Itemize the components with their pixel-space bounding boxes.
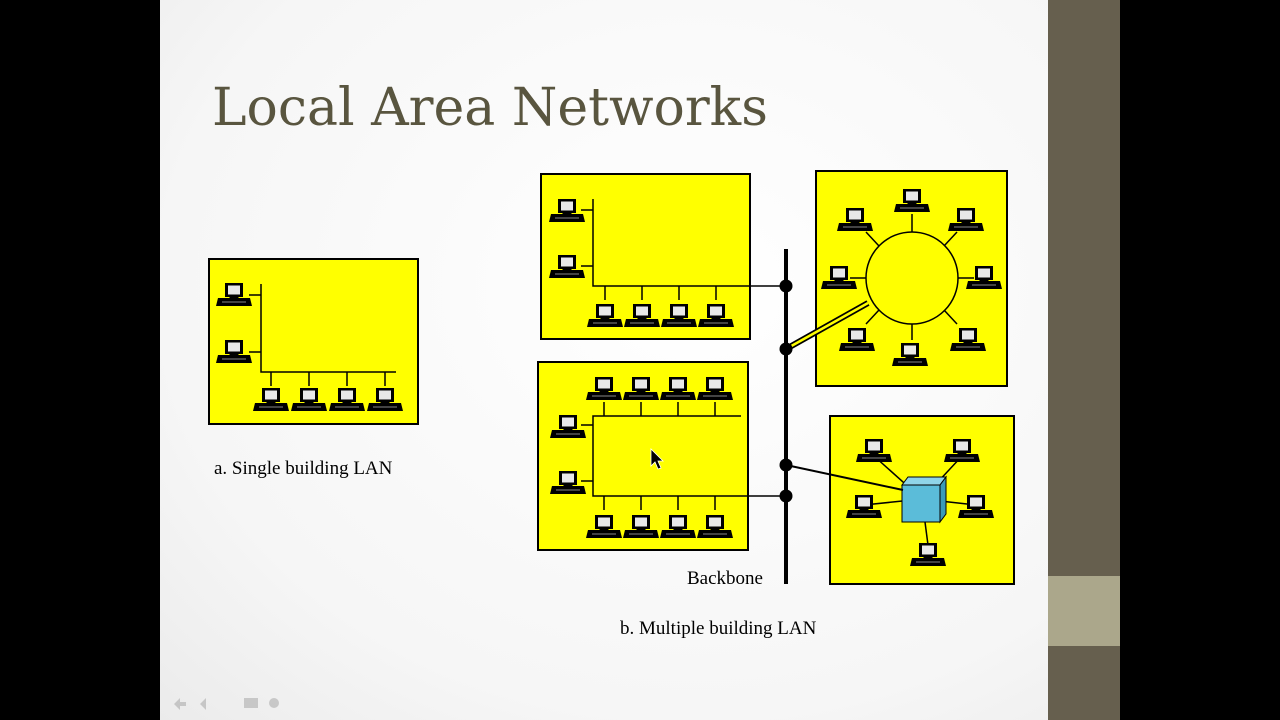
backbone-label: Backbone bbox=[687, 568, 763, 589]
multiple-building-lan: Backbone bbox=[537, 170, 1015, 639]
theme-side-accent bbox=[1048, 576, 1120, 646]
building-bus-top bbox=[540, 173, 786, 340]
hub-icon bbox=[901, 475, 947, 524]
slide-nav-controls[interactable] bbox=[170, 692, 290, 712]
building-bus-bottom bbox=[537, 361, 786, 551]
building-ring bbox=[815, 170, 1008, 387]
multiple-building-caption: b. Multiple building LAN bbox=[620, 618, 817, 639]
pointer-cursor-icon bbox=[650, 448, 664, 470]
building-star bbox=[829, 415, 1015, 585]
slide-title: Local Area Networks bbox=[212, 78, 768, 138]
slide: Local Area Networks bbox=[160, 0, 1048, 720]
backbone-taps bbox=[779, 279, 793, 503]
single-building-caption: a. Single building LAN bbox=[214, 458, 393, 479]
backbone-links bbox=[784, 300, 904, 491]
bus-line bbox=[249, 284, 396, 386]
single-building-lan: a. Single building LAN bbox=[208, 258, 419, 479]
lan-diagram: a. Single building LAN Backbone bbox=[208, 170, 1015, 639]
